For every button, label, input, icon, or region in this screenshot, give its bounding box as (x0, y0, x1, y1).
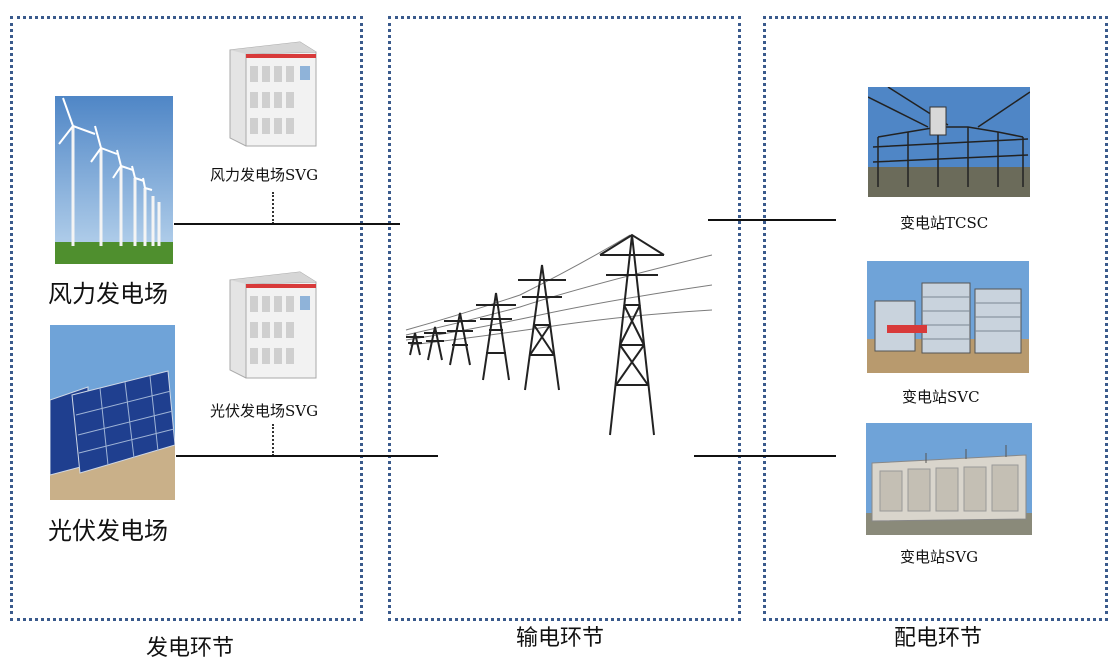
wind-svg-connector (272, 192, 274, 224)
distribution-panel (763, 16, 1108, 621)
substation-svc-image (867, 261, 1029, 373)
transmission-panel (388, 16, 741, 621)
transmission-to-svg-line (694, 455, 836, 457)
substation-tcsc-label: 变电站TCSC (900, 214, 989, 232)
transmission-towers-image (400, 215, 712, 445)
wind-svg-cabinet-image (224, 38, 320, 148)
pv-svg-connector (272, 424, 274, 456)
generation-panel (10, 16, 363, 621)
distribution-section-label: 配电环节 (893, 626, 982, 651)
wind-svg-label: 风力发电场SVG (210, 166, 319, 184)
substation-svg-image (866, 423, 1032, 535)
generation-section-label: 发电环节 (145, 636, 234, 661)
pv-farm-connection-line (176, 455, 438, 457)
wind-farm-label: 风力发电场 (48, 280, 168, 308)
substation-svg-label: 变电站SVG (900, 548, 979, 566)
substation-tcsc-image (868, 87, 1030, 197)
substation-svc-label: 变电站SVC (902, 388, 980, 406)
wind-farm-connection-line (174, 223, 400, 225)
pv-farm-image (50, 325, 175, 500)
pv-farm-label: 光伏发电场 (48, 517, 168, 545)
pv-svg-cabinet-image (224, 268, 320, 380)
transmission-section-label: 输电环节 (515, 626, 604, 651)
transmission-to-tcsc-line (708, 219, 836, 221)
wind-farm-image (55, 96, 173, 264)
pv-svg-label: 光伏发电场SVG (210, 402, 319, 420)
